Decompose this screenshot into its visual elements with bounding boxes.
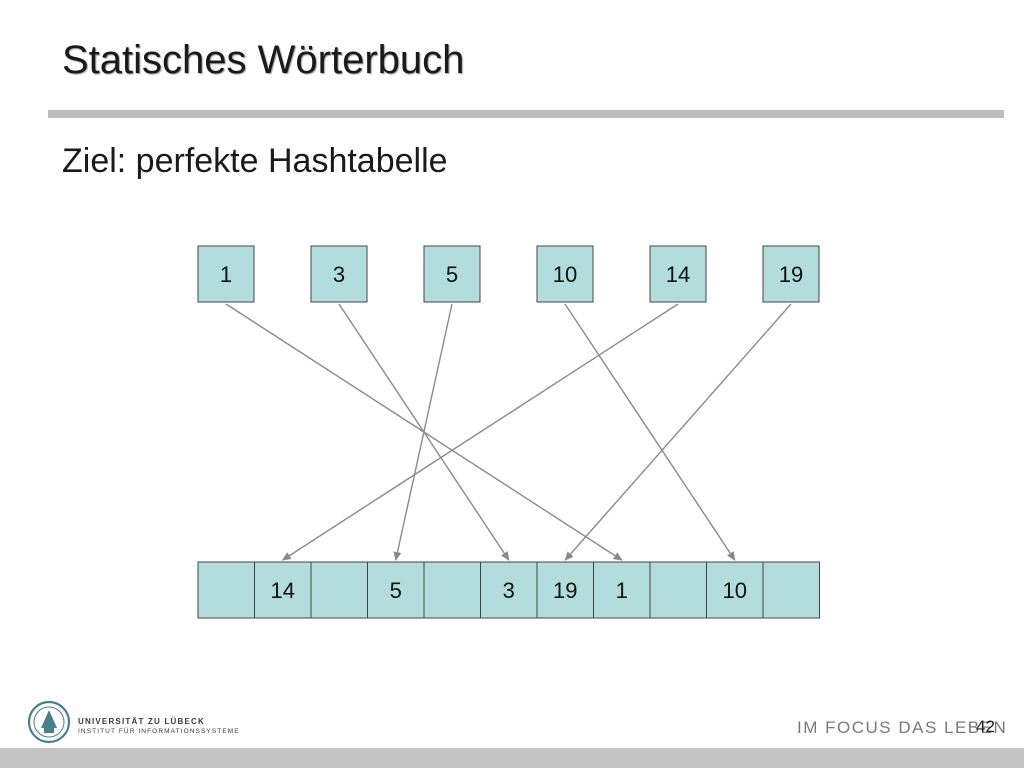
key-label: 19 [779, 262, 803, 287]
key-label: 5 [446, 262, 458, 287]
hash-table: 14 5 3 19 1 10 [197, 561, 820, 619]
slot-label: 19 [553, 578, 577, 603]
slot-label: 10 [723, 578, 747, 603]
key-label: 3 [333, 262, 345, 287]
slide-title: Statisches Wörterbuch [62, 38, 465, 82]
footer-bar [0, 748, 1024, 768]
slot-label: 14 [271, 578, 295, 603]
slide-subtitle: Ziel: perfekte Hashtabelle [62, 142, 448, 180]
table-slot [310, 561, 368, 619]
mapping-arrow [393, 303, 453, 561]
table-slot [593, 561, 651, 619]
key-label: 10 [553, 262, 577, 287]
table-slot [197, 561, 255, 619]
title-divider [48, 110, 1004, 118]
key-boxes: 1 3 5 10 14 19 [197, 245, 820, 303]
table-slot [423, 561, 481, 619]
key-box [762, 245, 820, 303]
slot-label: 1 [616, 578, 628, 603]
key-box [310, 245, 368, 303]
university-seal-icon [27, 698, 71, 751]
mapping-arrow [281, 303, 679, 561]
slogan: IM FOCUS DAS LEBEN [797, 718, 1008, 737]
key-box [536, 245, 594, 303]
institute-name: INSTITUT FÜR INFORMATIONSSYSTEME [78, 728, 240, 735]
mapping-arrow [564, 303, 792, 561]
slot-label: 3 [503, 578, 515, 603]
table-slot [536, 561, 594, 619]
page-number: 42 [976, 717, 995, 736]
table-slot [649, 561, 707, 619]
table-slot [706, 561, 764, 619]
table-slot [762, 561, 820, 619]
slot-label: 5 [390, 578, 402, 603]
mapping-arrows [225, 303, 792, 561]
key-box [649, 245, 707, 303]
key-box [423, 245, 481, 303]
key-box [197, 245, 255, 303]
mapping-arrow [564, 303, 736, 561]
university-name: UNIVERSITÄT ZU LÜBECK [78, 717, 205, 726]
key-label: 14 [666, 262, 690, 287]
key-label: 1 [220, 262, 232, 287]
table-slot [367, 561, 425, 619]
table-slot [480, 561, 538, 619]
